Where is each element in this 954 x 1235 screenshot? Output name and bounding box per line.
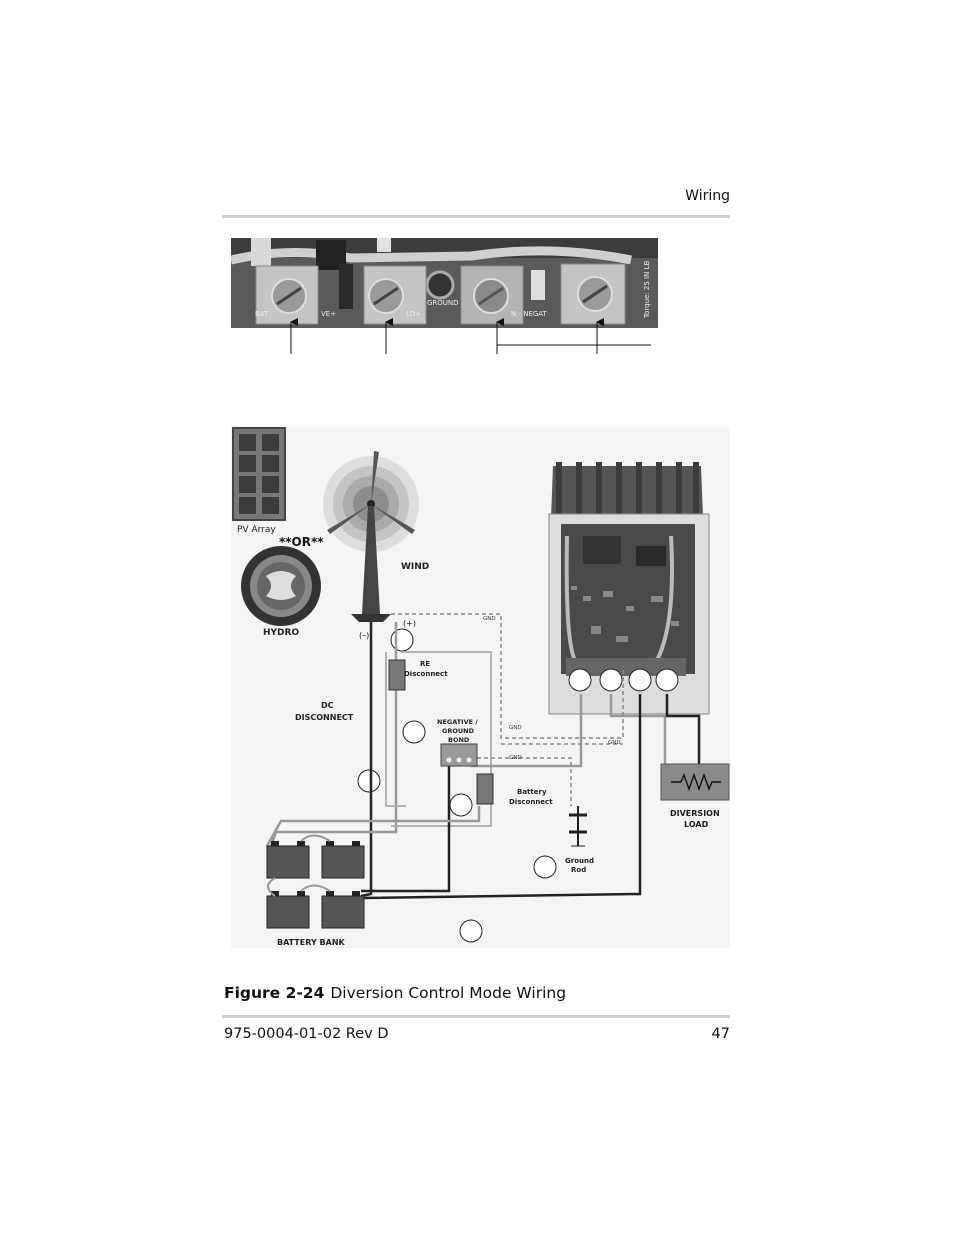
photo-label-negat: N - NEGAT [511,310,548,318]
ground-bond-block [440,743,478,767]
figure-title: Diversion Control Mode Wiring [330,984,567,1002]
re-disconnect-label-1: RE [420,660,430,668]
photo-label-bat: BAT [255,310,269,318]
battery-disconnect-label-2: Disconnect [509,798,553,806]
wires [265,622,701,900]
wind-label: WIND [401,562,429,572]
dc-disconnect-label-1: DC [321,701,334,710]
running-header: Wiring [685,188,730,204]
wind-turbine [323,451,419,622]
terminal-photo: BAT VE+ LD+ GROUND N - NEGAT Torque: 25 … [231,238,658,328]
terminal-block-2 [363,265,427,325]
ground-rod [569,806,587,847]
battery-disconnect-switch [476,773,494,805]
diversion-load [660,763,730,801]
ground-wires [391,613,624,806]
dc-disconnect-label-2: DISCONNECT [295,713,354,722]
or-label: **OR** [279,535,324,549]
figure-caption: Figure 2-24 Diversion Control Mode Wiring [224,984,566,1002]
bond-label-1: NEGATIVE / [437,718,478,726]
hydro-label: HYDRO [263,628,299,638]
re-disconnect-switch [388,659,406,691]
document-number: 975-0004-01-02 Rev D [224,1026,389,1042]
footer-rule [222,1015,730,1018]
diversion-load-label-1: DIVERSION [670,809,720,818]
header-rule [222,215,730,218]
battery-bank-label: BATTERY BANK [277,938,346,947]
battery-bank [266,834,365,929]
pv-array-label: PV Array [237,525,276,535]
gnd-label-3: GND [509,755,522,761]
gnd-label-2: GND [509,725,522,731]
figure-number: Figure 2-24 [224,984,325,1002]
diversion-load-label-2: LOAD [684,820,709,829]
page-number: 47 [711,1026,730,1042]
wiring-diagram: PV Array **OR** HYDRO WIND (+) (–) [231,426,730,948]
callout-circles [357,628,679,943]
gnd-label-4: GND [608,740,621,746]
battery-disconnect-label-1: Battery [517,788,547,796]
re-disconnect-label-2: Disconnect [404,670,448,678]
gnd-label-1: GND [483,616,496,622]
bond-label-2: GROUND [442,727,475,735]
photo-label-ld: LD+ [406,310,421,318]
terminal-block-3 [460,265,524,325]
negative-label: (–) [359,631,369,640]
hydro-turbine [241,546,321,626]
photo-label-torque: Torque: 25 IN LB [643,261,651,319]
ground-rod-label-2: Rod [571,866,586,874]
bond-label-3: BOND [448,736,470,744]
photo-label-ground: GROUND [427,299,459,307]
ground-rod-label-1: Ground [565,857,594,865]
pv-array [232,427,286,521]
terminal-block-1 [255,265,319,325]
terminal-block-4 [560,263,626,325]
terminal-pointers [290,318,651,354]
positive-label: (+) [403,619,416,628]
photo-label-ve: VE+ [321,310,336,318]
